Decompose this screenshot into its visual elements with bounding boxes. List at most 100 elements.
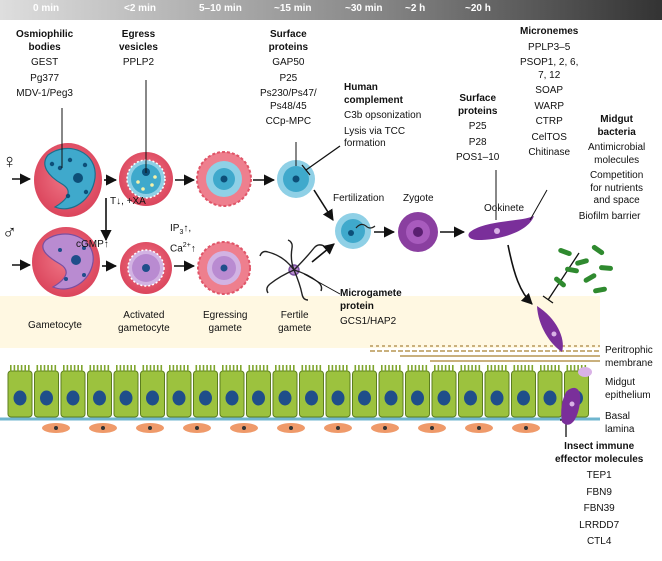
zygote xyxy=(398,212,438,252)
time-label: ~20 h xyxy=(465,3,491,14)
female-gametocyte xyxy=(34,143,102,217)
bacterium-body xyxy=(593,286,607,294)
microvillus xyxy=(342,365,344,372)
bacterium xyxy=(565,266,579,274)
microvillus xyxy=(517,365,519,372)
microvillus xyxy=(232,365,235,372)
microvillus xyxy=(248,365,251,372)
microvillus xyxy=(399,365,401,372)
microvillus xyxy=(418,365,420,372)
microvillus xyxy=(467,365,470,372)
microvillus xyxy=(478,365,481,372)
microvillus xyxy=(156,365,159,372)
epithelial-nucleus xyxy=(199,390,212,406)
microvillus xyxy=(570,365,572,372)
time-label: ~30 min xyxy=(345,3,383,14)
microvillus xyxy=(50,365,53,372)
microvillus xyxy=(134,365,136,372)
microvillus xyxy=(195,365,198,372)
microvillus xyxy=(213,365,216,372)
microvillus xyxy=(282,365,284,372)
microvillus xyxy=(411,365,413,372)
male-activated-gametocyte xyxy=(120,242,172,294)
time-label: 5–10 min xyxy=(199,3,242,14)
microvillus xyxy=(425,365,428,372)
hemocyte-nucleus xyxy=(336,426,340,430)
microvillus xyxy=(236,365,238,372)
hemocyte-nucleus xyxy=(524,426,528,430)
microvillus xyxy=(107,365,110,372)
microvillus xyxy=(474,365,477,372)
microvillus xyxy=(391,365,394,372)
microvillus xyxy=(169,365,171,372)
epithelial-nucleus xyxy=(278,390,292,406)
microvillus xyxy=(179,365,182,372)
bacterium-body xyxy=(565,266,579,274)
bacterium-body xyxy=(583,273,597,283)
microvillus xyxy=(202,365,205,372)
microvillus xyxy=(176,365,178,372)
hemocyte-nucleus xyxy=(101,426,105,430)
microvillus xyxy=(308,365,311,372)
microvillus xyxy=(319,365,322,372)
microvillus xyxy=(259,365,261,372)
microvillus xyxy=(328,365,330,372)
microvillus xyxy=(153,365,155,372)
bacterium xyxy=(599,265,613,271)
microvillus xyxy=(554,365,556,372)
microvillus xyxy=(338,365,341,372)
microvillus xyxy=(225,365,228,372)
epithelial-nucleus xyxy=(331,390,345,406)
microvillus xyxy=(70,365,72,372)
hemocyte-nucleus xyxy=(477,426,481,430)
male-fertile-gametes xyxy=(259,239,325,301)
microvillus xyxy=(206,365,208,372)
microvillus xyxy=(77,365,79,372)
basal-cells xyxy=(42,423,540,433)
microvillus xyxy=(497,365,500,372)
microvillus xyxy=(471,365,473,372)
fertilization-cell xyxy=(335,213,376,249)
microvillus xyxy=(20,365,23,372)
microvillus xyxy=(547,365,549,372)
microvillus xyxy=(126,365,129,372)
microvillus xyxy=(40,365,42,372)
time-label: ~2 h xyxy=(405,3,426,14)
microvillus xyxy=(460,365,463,372)
flow-arrows xyxy=(12,173,533,305)
microvillus xyxy=(464,365,466,372)
microvillus xyxy=(222,365,224,372)
hemocyte-nucleus xyxy=(148,426,152,430)
microvillus xyxy=(365,365,367,372)
epithelial-nucleus xyxy=(252,390,265,406)
time-label: ~15 min xyxy=(274,3,312,14)
hemocyte-nucleus xyxy=(383,426,387,430)
microvillus xyxy=(505,365,507,372)
bacterium-body xyxy=(558,247,572,257)
microvillus xyxy=(566,365,569,372)
microvillus xyxy=(577,365,579,372)
time-label: 0 min xyxy=(33,3,60,14)
epithelial-nucleus xyxy=(490,390,504,406)
microvillus xyxy=(183,365,185,372)
peritrophic-membrane xyxy=(370,345,600,362)
microvillus xyxy=(172,365,175,372)
microvillus xyxy=(540,365,542,372)
microvillus xyxy=(63,365,65,372)
microvillus xyxy=(301,365,304,372)
epithelial-nucleus xyxy=(40,390,53,406)
time-label: <2 min xyxy=(124,3,156,14)
microvillus xyxy=(66,365,69,372)
epithelial-nucleus xyxy=(411,390,424,406)
microvillus xyxy=(384,365,387,372)
